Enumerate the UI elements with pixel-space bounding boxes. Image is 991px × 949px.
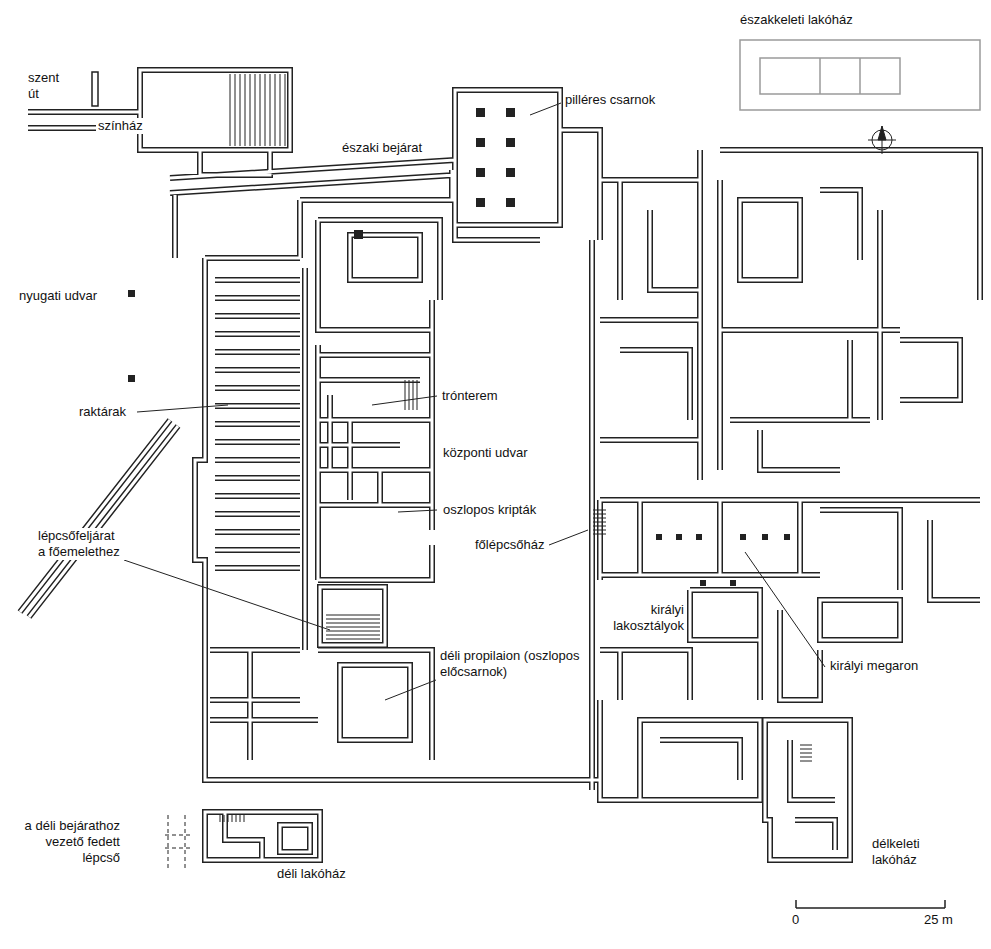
storeroom-label: raktárak (77, 404, 128, 420)
leader-line (124, 103, 825, 700)
court-label: nyugati udvar (17, 288, 99, 304)
room-label: oszlopos kripták (441, 502, 538, 518)
scale-bar (796, 900, 945, 908)
scale-value: 0 (790, 912, 801, 928)
building-label: színház (96, 118, 145, 134)
stair-steps (220, 74, 812, 822)
scale-value: 25 m (922, 912, 955, 928)
apartment-label: királyi lakosztályok (600, 602, 686, 634)
road-label: szent út (26, 70, 68, 102)
entrance-label: északi bejárat (340, 140, 424, 156)
post (92, 72, 98, 106)
northeast-house (740, 40, 980, 110)
stair-label: a déli bejárathoz vezető fedett lépcső (12, 818, 122, 866)
house-label: északkeleti lakóház (738, 12, 855, 28)
house-label: déli lakóház (275, 866, 348, 882)
pillars (128, 108, 790, 586)
stair-label: lépcsőfeljárat a főemelethez (36, 528, 125, 560)
stair-label: főlépcsőház (473, 537, 546, 553)
hall-label: pilléres csarnok (563, 92, 657, 108)
house-label: délkeleti lakóház (870, 836, 946, 868)
propylaeon-label: déli propilaion (oszlopos előcsarnok) (438, 648, 584, 680)
wall-outline (20, 70, 980, 860)
compass (868, 126, 896, 154)
court-label: központi udvar (441, 445, 530, 461)
covered-stair (165, 815, 190, 868)
megaron-label: királyi megaron (828, 658, 920, 674)
room-label: trónterem (440, 388, 500, 404)
